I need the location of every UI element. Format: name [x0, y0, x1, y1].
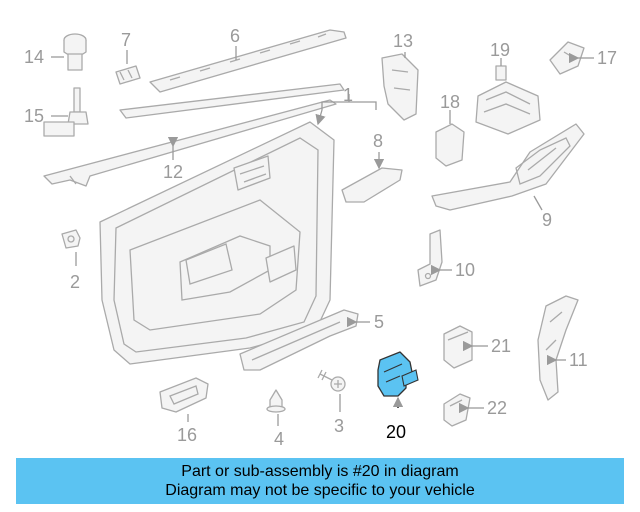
callout-9: 9 — [542, 210, 552, 230]
part-1-door-panel — [99, 121, 335, 365]
part-21-connector — [443, 325, 473, 369]
part-9-bezel — [431, 123, 585, 211]
callout-2: 2 — [70, 272, 80, 292]
callout-15: 15 — [24, 106, 44, 126]
callout-18: 18 — [440, 92, 460, 112]
callout-13: 13 — [393, 31, 413, 51]
callout-12: 12 — [163, 162, 183, 182]
parts-diagram: 14 7 6 15 12 1 — [24, 26, 617, 449]
leader-1-arrow — [315, 109, 326, 126]
banner-line-2: Diagram may not be specific to your vehi… — [165, 482, 475, 499]
part-2-fastener — [61, 229, 81, 249]
part-10-bracket — [417, 229, 443, 287]
callout-7: 7 — [121, 30, 131, 50]
callout-4: 4 — [274, 429, 284, 449]
callout-21: 21 — [491, 336, 511, 356]
part-13-bracket — [381, 53, 419, 121]
callout-17: 17 — [597, 48, 617, 68]
callout-11: 11 — [569, 350, 588, 370]
callout-5: 5 — [374, 312, 384, 332]
banner-line-1: Part or sub-assembly is #20 in diagram — [181, 463, 459, 480]
part-4-pin — [266, 389, 286, 413]
callout-22: 22 — [487, 398, 507, 418]
part-12-weatherstrip — [43, 99, 337, 187]
callout-19: 19 — [490, 40, 510, 60]
callout-8: 8 — [373, 131, 383, 151]
part-18-connector — [435, 123, 465, 167]
part-22-clip — [443, 393, 471, 427]
part-5-armrest — [239, 309, 359, 371]
info-banner: Part or sub-assembly is #20 in diagram D… — [16, 458, 624, 504]
part-3-screw — [317, 369, 346, 392]
callout-20: 20 — [386, 422, 406, 442]
part-14-clip — [63, 33, 87, 71]
callout-14: 14 — [24, 47, 44, 67]
part-15-pin — [43, 87, 89, 137]
part-7-clip — [115, 65, 141, 85]
callout-6: 6 — [230, 26, 240, 46]
callout-1: 1 — [343, 85, 353, 105]
part-6-molding — [149, 29, 347, 93]
part-11-bracket — [537, 295, 579, 401]
callout-10: 10 — [455, 260, 475, 280]
callout-3: 3 — [334, 416, 344, 436]
part-20-highlighted — [377, 351, 419, 397]
callout-16: 16 — [177, 425, 197, 445]
part-19-switch-module — [475, 65, 541, 135]
upper-trim-strip — [119, 83, 345, 119]
part-8-cover — [341, 167, 403, 203]
part-16-handle — [159, 377, 209, 413]
leader-9 — [533, 195, 543, 211]
